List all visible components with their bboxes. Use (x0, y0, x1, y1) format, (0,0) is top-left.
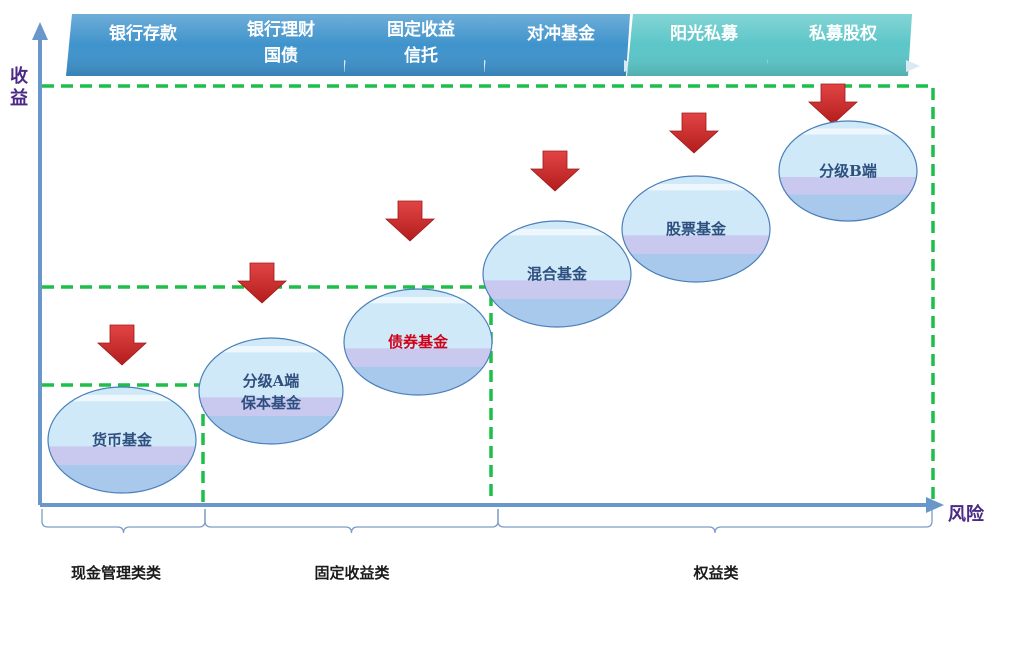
banner-label: 信托 (404, 45, 438, 66)
y-axis-arrowhead (32, 22, 48, 40)
category-label: 权益类 (692, 564, 739, 582)
down-arrow-icon (529, 150, 581, 192)
banner-shade (344, 14, 490, 76)
category-brackets (41, 509, 933, 534)
dashed-region-equity (42, 84, 935, 505)
product-label: 债券基金 (388, 333, 449, 351)
product-label: 货币基金 (92, 431, 153, 449)
product-ellipse: 股票基金 (621, 175, 771, 283)
product-ellipse: 分级B端 (778, 120, 918, 222)
product-label: 保本基金 (240, 394, 302, 412)
banner-row: 银行存款银行理财国债固定收益信托对冲基金阳光私募私募股权 (66, 14, 920, 76)
product-ellipse: 债券基金 (343, 288, 493, 396)
banner-label: 对冲基金 (527, 23, 596, 44)
banner-label: 银行理财 (247, 19, 315, 40)
down-arrow-icon (96, 324, 148, 366)
y-axis-label-char: 收 (10, 65, 28, 87)
down-arrow-icon (236, 262, 288, 304)
banner-label: 国债 (264, 45, 298, 66)
product-label: 分级B端 (819, 162, 877, 180)
category-label: 固定收益类 (314, 564, 390, 582)
banner-shade (66, 14, 212, 76)
banner-label: 固定收益 (387, 19, 455, 40)
y-axis-label-char: 益 (10, 87, 28, 109)
product-ellipse: 货币基金 (47, 386, 197, 494)
banner-item: 私募股权 (766, 14, 920, 76)
product-label: 混合基金 (527, 265, 588, 283)
product-label: 分级A端 (243, 372, 300, 390)
down-arrow-icon (807, 83, 859, 125)
banner-label: 银行存款 (109, 23, 178, 44)
category-bracket (204, 509, 499, 534)
axes (32, 22, 944, 513)
banner-shade (484, 14, 630, 76)
down-arrow-icon (668, 112, 720, 154)
banner-item: 阳光私募 (627, 14, 781, 76)
banner-label: 私募股权 (809, 23, 878, 44)
down-arrow-icon (384, 200, 436, 242)
banner-label: 阳光私募 (670, 23, 739, 44)
category-bracket (41, 509, 206, 534)
x-axis-arrowhead (926, 497, 944, 513)
y-axis-label: 收益 (10, 65, 28, 109)
banner-shade (204, 14, 350, 76)
banner-item: 对冲基金 (484, 14, 638, 76)
banner-chevron (906, 60, 920, 72)
arrow-group (96, 83, 859, 366)
banner-shade (627, 14, 773, 76)
x-axis-label: 风险 (948, 503, 985, 525)
banner-shade (766, 14, 912, 76)
product-label: 股票基金 (666, 220, 727, 238)
banner-item: 银行存款 (66, 14, 220, 76)
category-bracket (497, 509, 933, 534)
category-labels: 现金管理类类 固定收益类 权益类 (71, 564, 740, 582)
product-ellipse: 混合基金 (482, 220, 632, 328)
category-label: 现金管理类类 (71, 564, 162, 582)
